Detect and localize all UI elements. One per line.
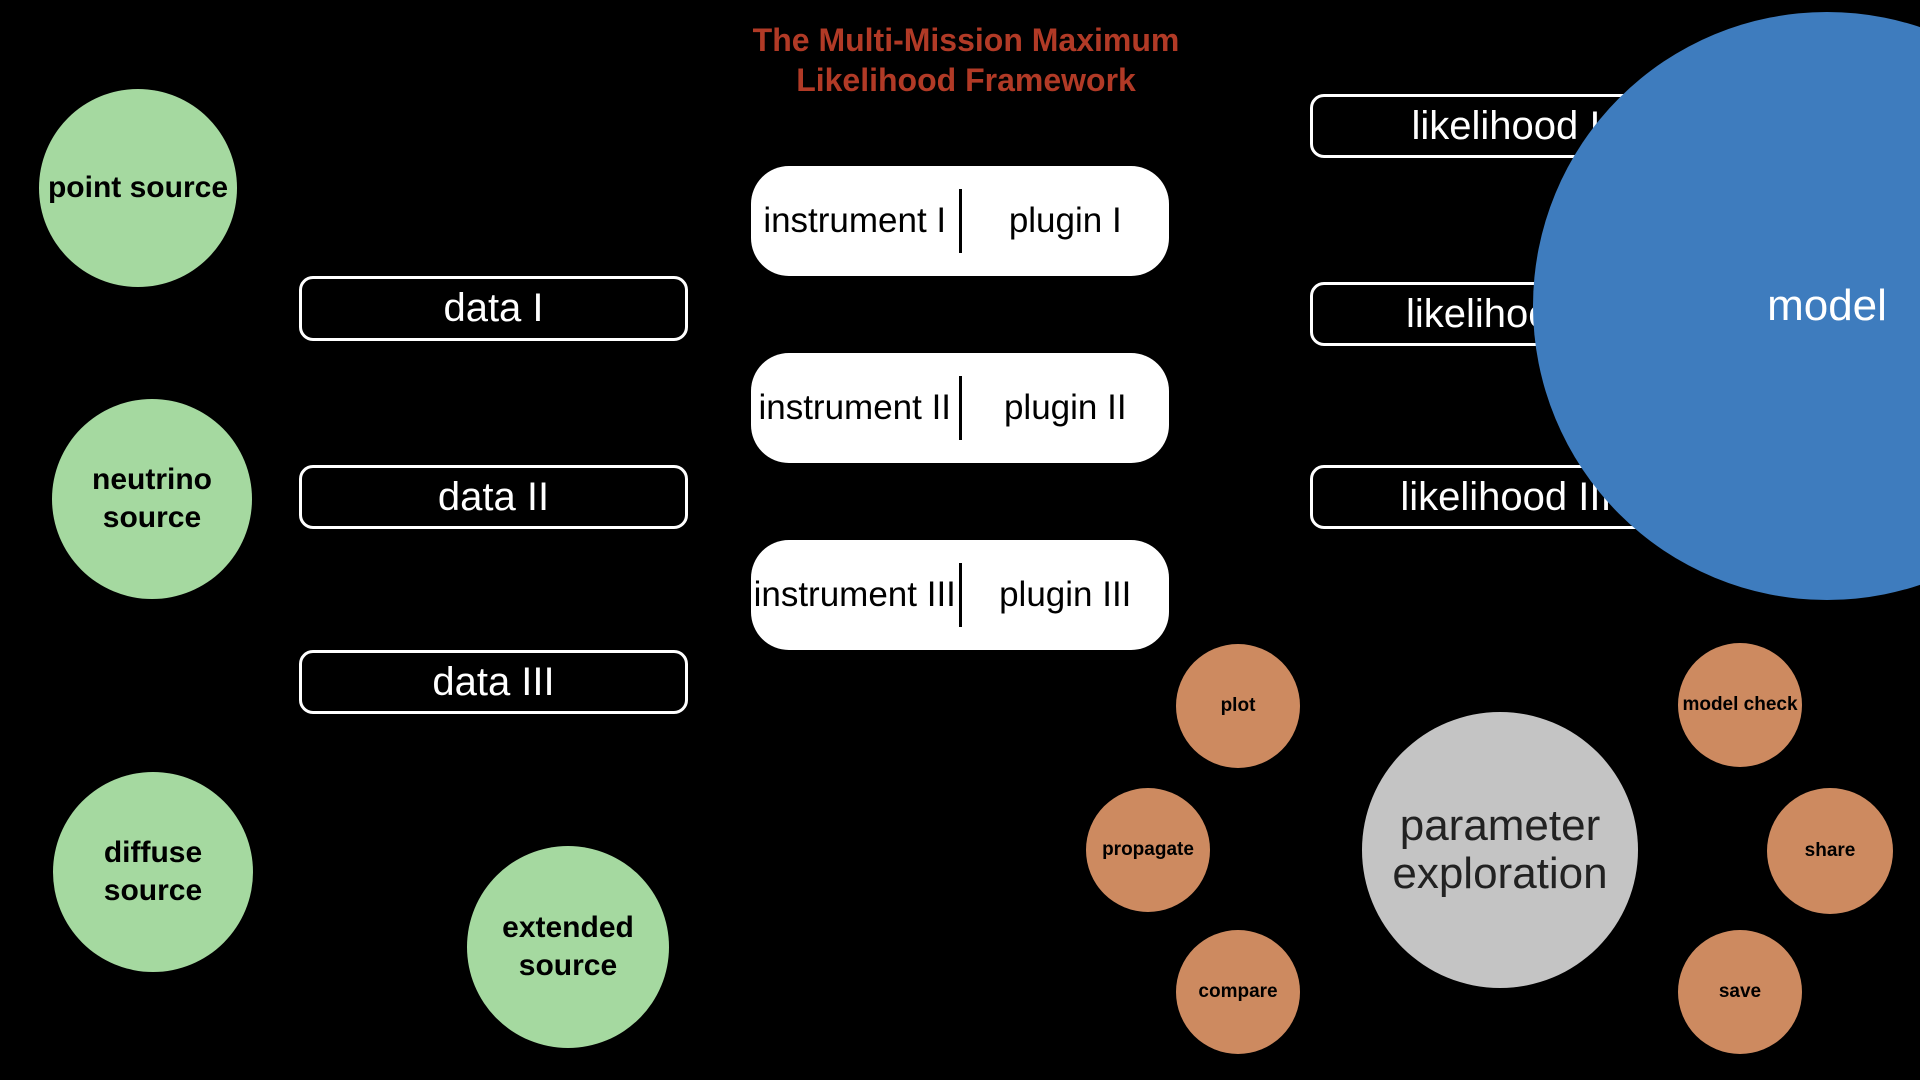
data-ii-label: data II: [437, 474, 550, 519]
title-line-1: The Multi-Mission Maximum: [752, 22, 1180, 58]
instrument-iii-label: instrument III: [753, 575, 956, 614]
plot-label: plot: [1220, 695, 1256, 716]
data-i-label: data I: [443, 286, 544, 330]
save-label: save: [1718, 981, 1762, 1002]
model-label: model: [1767, 281, 1887, 330]
plugin-i-label: plugin I: [1008, 201, 1122, 240]
instrument-i-label: instrument I: [763, 201, 947, 240]
compare-label: compare: [1198, 981, 1278, 1002]
model-check-label: model check: [1682, 694, 1798, 715]
plugin-iii-label: plugin III: [999, 575, 1132, 614]
divider-line: [958, 189, 962, 253]
likelihood-iii-label: likelihood III: [1400, 474, 1612, 519]
instrument-i-plugin-box: instrument I plugin I: [751, 166, 1169, 276]
action-circle-save: save: [1678, 930, 1802, 1054]
share-label: share: [1804, 840, 1856, 861]
extended-source-label-line-2: source: [518, 949, 618, 982]
data-iii-box: data III: [299, 650, 688, 714]
parameter-exploration-circle: parameter exploration: [1362, 712, 1638, 988]
neutrino-source-circle: neutrino source: [52, 399, 252, 599]
data-iii-label: data III: [432, 659, 555, 704]
data-ii-box: data II: [299, 465, 688, 529]
instrument-ii-plugin-box: instrument II plugin II: [751, 353, 1169, 463]
extended-source-circle: extended source: [467, 846, 669, 1048]
title-line-2: Likelihood Framework: [796, 62, 1136, 98]
propagate-label: propagate: [1102, 839, 1194, 860]
diffuse-source-label-line-1: diffuse: [103, 836, 203, 869]
plugin-ii-label: plugin II: [1003, 388, 1127, 427]
diffuse-source-circle: diffuse source: [53, 772, 253, 972]
action-circle-model-check: model check: [1678, 643, 1802, 767]
point-source-circle: point source: [39, 89, 237, 287]
divider-line: [958, 376, 962, 440]
data-i-box: data I: [299, 276, 688, 341]
point-source-label: point source: [47, 171, 228, 204]
action-circle-share: share: [1767, 788, 1893, 914]
instrument-ii-label: instrument II: [758, 388, 952, 427]
diffuse-source-label-line-2: source: [103, 874, 203, 907]
neutrino-source-label-line-2: source: [102, 501, 202, 534]
action-circle-propagate: propagate: [1086, 788, 1210, 912]
parameter-exploration-label-line-1: parameter: [1399, 801, 1601, 850]
diagram-title: The Multi-Mission Maximum Likelihood Fra…: [660, 20, 1272, 100]
likelihood-i-label: likelihood I: [1411, 103, 1601, 148]
action-circle-plot: plot: [1176, 644, 1300, 768]
neutrino-source-label-line-1: neutrino: [92, 463, 212, 496]
extended-source-label-line-1: extended: [502, 911, 634, 944]
parameter-exploration-label-line-2: exploration: [1392, 849, 1608, 898]
action-circle-compare: compare: [1176, 930, 1300, 1054]
divider-line: [958, 563, 962, 627]
instrument-iii-plugin-box: instrument III plugin III: [751, 540, 1169, 650]
